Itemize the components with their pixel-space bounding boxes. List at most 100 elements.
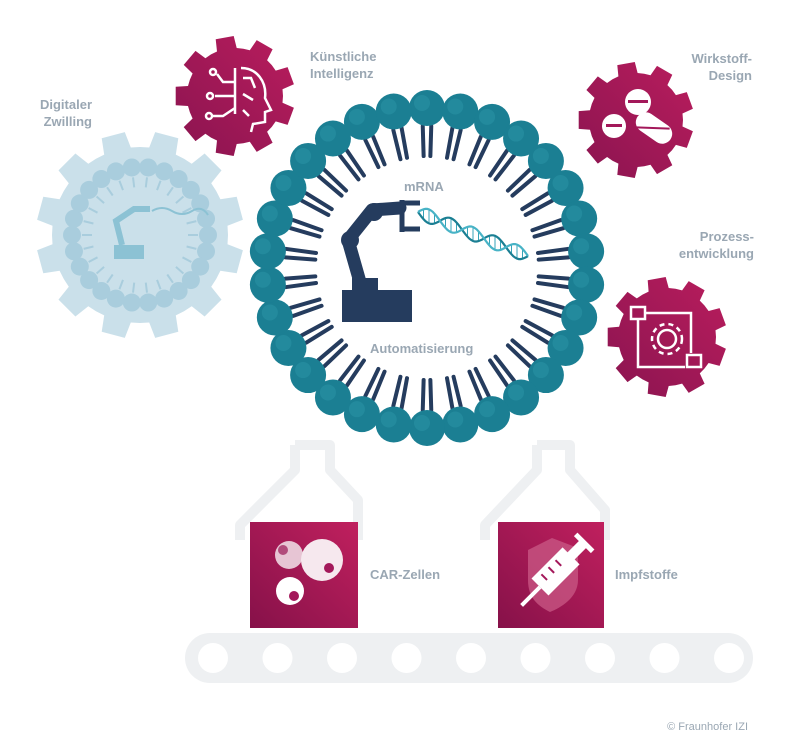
twin-ring-bead [106, 289, 125, 308]
twin-ring-tail [182, 256, 192, 263]
label-process-dev-line1: Prozess- [699, 229, 754, 244]
lipid-head-highlight [508, 384, 525, 401]
cells-icon [275, 539, 343, 605]
conveyor-roller [198, 643, 228, 673]
lipid-tail [444, 126, 455, 160]
conveyor-roller [391, 643, 422, 673]
lipid-tail [288, 226, 322, 239]
twin-ring-bead [199, 226, 217, 244]
lipid-head [503, 120, 540, 157]
twin-robot-base [114, 245, 144, 259]
label-drug-design-line2: Design [708, 68, 752, 83]
twin-ring-tail [83, 220, 94, 225]
lipid-tail [523, 198, 555, 217]
twin-ring-tail [186, 245, 197, 250]
lipid-tail [510, 338, 538, 362]
dna-helix-icon [417, 207, 529, 261]
lipid-head [527, 142, 564, 179]
lipid-tail [488, 148, 509, 178]
lipid-tail [338, 354, 361, 383]
lipid-tail [493, 354, 516, 383]
conveyor-roller [456, 643, 486, 673]
lipid-tail [304, 191, 334, 212]
twin-ring-bead [122, 293, 141, 312]
lipid-tail [299, 198, 331, 217]
twin-ring-bead [191, 194, 210, 213]
twin-ring-bead [155, 289, 174, 308]
lipid-head [314, 120, 351, 157]
lipid-head [290, 142, 327, 179]
lipid-head-highlight [348, 108, 365, 125]
lipid-tail [338, 153, 361, 182]
lipid-tail [322, 167, 349, 193]
lipid-head-highlight [414, 95, 430, 111]
twin-ring-tail [156, 180, 162, 191]
lipid-tail [316, 338, 344, 362]
lipid-head-highlight [566, 205, 583, 222]
lipid-head [561, 200, 598, 237]
dna-strand [417, 211, 529, 261]
label-ai: Künstliche Intelligenz [310, 48, 376, 82]
twin-ring-tail [156, 279, 162, 290]
label-process-dev: Prozess- entwicklung [650, 228, 754, 262]
vaccines-box [498, 522, 604, 628]
twin-ring-bead [80, 271, 99, 290]
lipid-tail [420, 124, 426, 159]
twin-ring-bead [64, 209, 83, 228]
twin-dna [151, 207, 209, 216]
label-digital-twin-line2: Zwilling [43, 114, 92, 129]
lipid-tail [467, 369, 483, 402]
lipid-head-highlight [447, 411, 464, 428]
label-ai-line2: Intelligenz [310, 66, 374, 81]
lipid-head-highlight [566, 304, 583, 321]
lipid-tail [363, 366, 381, 398]
lipid-tail [316, 174, 344, 198]
lipid-head [474, 103, 511, 140]
lipid-head [270, 170, 307, 206]
lipid-head [249, 266, 286, 303]
lipid-tail [371, 134, 387, 167]
lipid-tail [291, 303, 324, 318]
lipid-tail [473, 366, 491, 398]
lipid-head-highlight [414, 415, 430, 431]
lipid-tail [291, 218, 324, 233]
lipid-tail [535, 246, 570, 255]
lipid-head-highlight [573, 271, 590, 288]
lipid-head [256, 299, 293, 336]
lipid-head-highlight [254, 271, 271, 288]
label-car-cells: CAR-Zellen [370, 567, 441, 582]
twin-ring-bead [70, 194, 89, 213]
twin-ring-tail [106, 273, 114, 284]
twin-ring-tail [166, 273, 174, 284]
label-process-dev-line2: entwicklung [678, 246, 754, 261]
lipid-head [568, 233, 605, 270]
twin-ring-tail [83, 245, 94, 250]
lipid-tail [363, 138, 381, 170]
twin-ring-tail [95, 266, 105, 275]
lipid-head-highlight [479, 401, 496, 418]
lipid-head [409, 410, 445, 446]
lipid-head-highlight [261, 205, 278, 222]
twin-ring-bead [106, 162, 125, 181]
label-digital-twin-line1: Digitaler [39, 97, 92, 112]
lipid-tail [444, 376, 455, 410]
lipid-head [527, 357, 564, 394]
twin-ring-bead [169, 281, 188, 300]
lipid-head [568, 266, 605, 303]
lipid-head-highlight [348, 401, 365, 418]
lipid-head [314, 379, 351, 416]
lipid-head [375, 93, 412, 130]
lipid-head-highlight [380, 411, 397, 428]
lipid-tail [467, 134, 483, 167]
lipid-tail [284, 281, 319, 290]
funnel-right [480, 440, 610, 540]
lipid-tail [451, 374, 463, 408]
lipid-head-highlight [295, 147, 312, 164]
twin-ring-bead [191, 257, 210, 276]
twin-ring-bead [197, 242, 216, 261]
twin-ring-tail [118, 180, 124, 191]
label-ai-line1: Künstliche [310, 49, 377, 64]
lipid-tail [391, 128, 403, 162]
lipid-tail [345, 358, 366, 388]
